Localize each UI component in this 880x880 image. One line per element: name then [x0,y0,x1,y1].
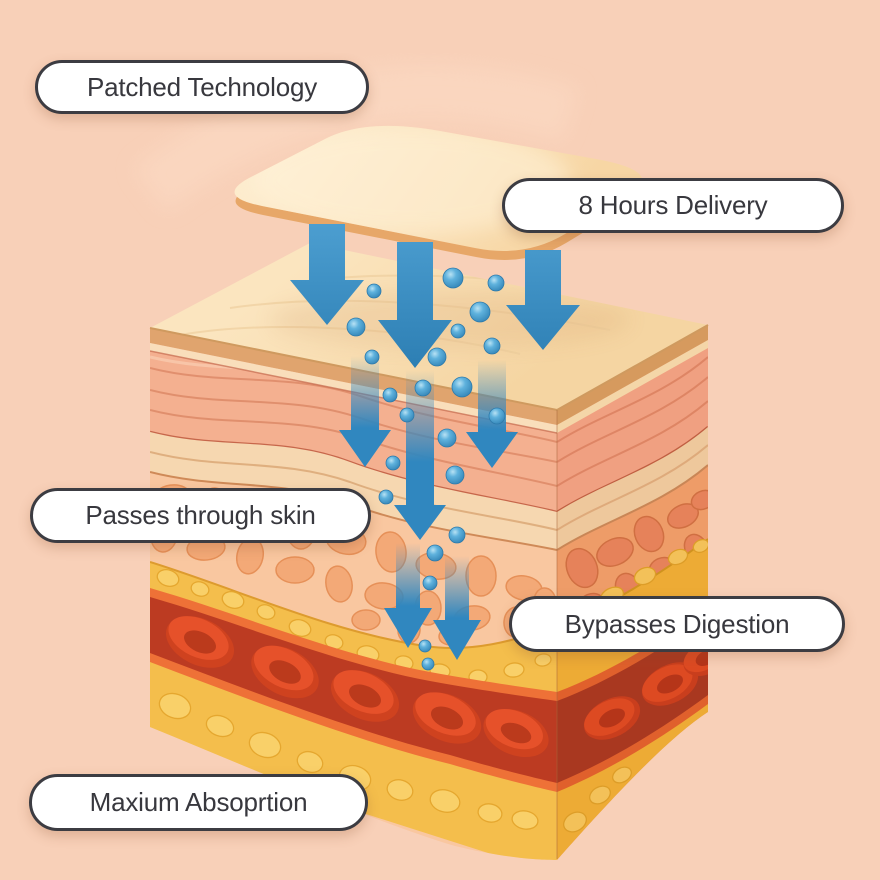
skin-block-front-face [150,328,557,860]
label-passes-through-skin: Passes through skin [30,488,371,543]
delivery-arrows-top [290,224,580,368]
patch [234,125,644,260]
label-text: Passes through skin [85,500,316,530]
label-bypasses-digestion: Bypasses Digestion [509,596,845,652]
label-text: Patched Technology [86,71,318,102]
label-maxium-absoprtion: Maxium Absoprtion [29,774,368,831]
skin-block-right-face [557,325,708,860]
label-text: 8 Hours Delivery [578,190,768,220]
label-text: Maxium Absoprtion [89,787,308,817]
label-8-hours-delivery: 8 Hours Delivery [502,178,844,233]
medicine-droplets [346,267,506,671]
label-patched-technology: Patched Technology [35,60,369,114]
blood-cells-front [165,616,549,758]
label-text: Bypasses Digestion [564,608,790,639]
